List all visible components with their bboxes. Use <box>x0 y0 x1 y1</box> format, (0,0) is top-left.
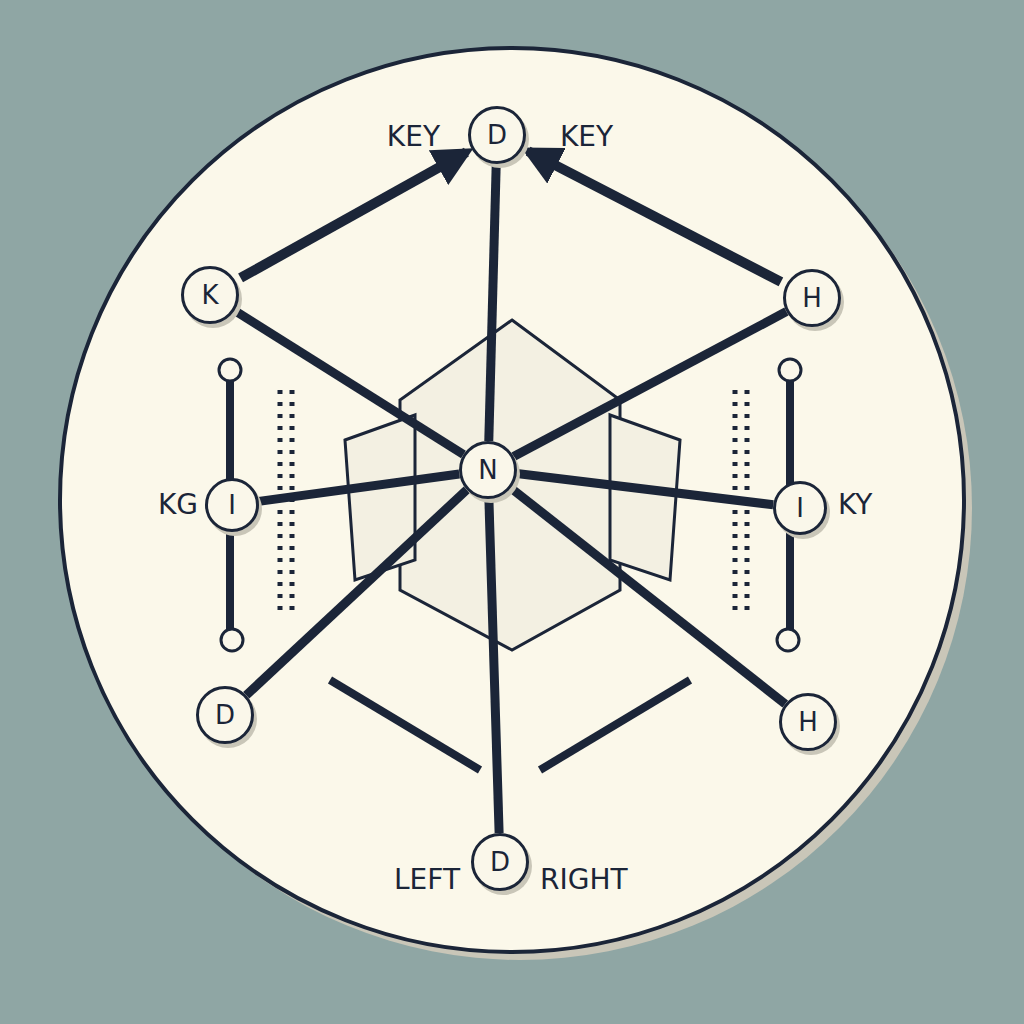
node-letter: I <box>796 495 804 521</box>
brace-line <box>330 680 480 770</box>
letter-node: K <box>181 266 239 324</box>
side-label: LEFT <box>394 866 460 894</box>
side-label: KEY <box>560 123 613 151</box>
letter-node: N <box>459 441 517 499</box>
arrow-line <box>528 151 781 282</box>
left-panel <box>345 415 415 580</box>
spoke-line <box>511 488 785 704</box>
spoke-line <box>517 474 773 505</box>
arrow-line <box>241 152 467 278</box>
bar-cap <box>221 629 243 651</box>
side-label: RIGHT <box>540 866 628 894</box>
disc <box>60 48 964 952</box>
node-letter: K <box>201 282 218 308</box>
node-letter: I <box>228 492 236 518</box>
spoke-line <box>514 312 787 457</box>
node-letter: D <box>487 122 507 148</box>
node-letter: H <box>802 285 822 311</box>
node-letter: H <box>798 709 818 735</box>
spoke-line <box>246 490 467 695</box>
node-letter: N <box>478 457 497 483</box>
bar-cap <box>777 629 799 651</box>
node-letter: D <box>215 702 235 728</box>
letter-node: D <box>471 833 529 891</box>
spoke-line <box>259 474 460 501</box>
spoke-line <box>489 499 499 833</box>
letter-node: I <box>205 478 259 532</box>
spoke-line <box>235 310 464 454</box>
bar-cap <box>219 359 241 381</box>
letter-node: H <box>779 693 837 751</box>
bar-cap <box>779 359 801 381</box>
dotted-lines <box>280 390 747 610</box>
letter-node: I <box>773 481 827 535</box>
side-label: KY <box>838 491 872 519</box>
letter-node: H <box>783 269 841 327</box>
brace-line <box>540 680 690 770</box>
letter-node: D <box>468 106 526 164</box>
letter-node: D <box>196 686 254 744</box>
side-label: KG <box>158 491 198 519</box>
side-label: KEY <box>387 123 440 151</box>
right-panel <box>610 415 680 580</box>
spoke-line <box>489 164 496 441</box>
node-letter: D <box>490 849 510 875</box>
